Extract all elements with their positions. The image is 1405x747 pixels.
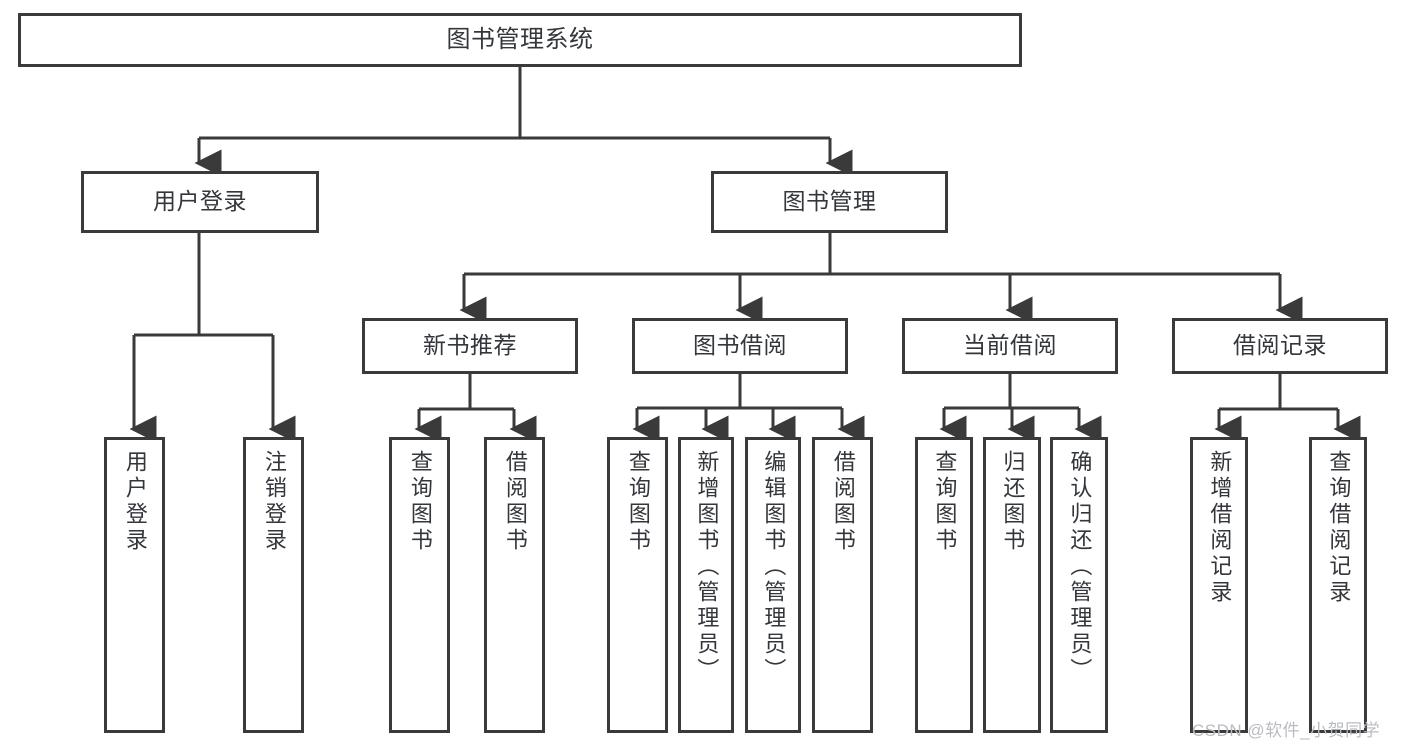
- node-leaf-borrow-book-2-label: 借阅图书: [830, 450, 856, 554]
- node-leaf-query-book-2-label: 查询图书: [625, 450, 651, 554]
- node-current-borrow-label: 当前借阅: [963, 332, 1057, 359]
- node-leaf-confirm-return[interactable]: 确认归还（管理员）: [1050, 437, 1108, 733]
- node-new-book-recommend-label: 新书推荐: [423, 332, 517, 359]
- node-leaf-user-login-label: 用户登录: [122, 450, 148, 554]
- node-leaf-borrow-book-1-label: 借阅图书: [502, 450, 528, 554]
- node-leaf-add-record-label: 新增借阅记录: [1207, 450, 1233, 606]
- node-leaf-query-book-3[interactable]: 查询图书: [915, 437, 973, 733]
- node-book-borrow-label: 图书借阅: [693, 332, 787, 359]
- node-leaf-add-book[interactable]: 新增图书（管理员）: [678, 437, 734, 733]
- node-leaf-user-logout-label: 注销登录: [261, 450, 287, 554]
- node-leaf-user-logout[interactable]: 注销登录: [243, 437, 304, 733]
- node-leaf-query-book-3-label: 查询图书: [932, 450, 958, 554]
- node-current-borrow[interactable]: 当前借阅: [902, 318, 1118, 374]
- node-leaf-user-login[interactable]: 用户登录: [104, 437, 165, 733]
- node-leaf-confirm-return-label: 确认归还（管理员）: [1067, 450, 1093, 684]
- node-leaf-query-book-1[interactable]: 查询图书: [389, 437, 450, 733]
- node-leaf-add-record[interactable]: 新增借阅记录: [1190, 437, 1248, 733]
- node-book-manage-label: 图书管理: [782, 188, 877, 215]
- node-new-book-recommend[interactable]: 新书推荐: [362, 318, 578, 374]
- node-leaf-borrow-book-1[interactable]: 借阅图书: [484, 437, 545, 733]
- node-book-borrow[interactable]: 图书借阅: [632, 318, 848, 374]
- node-root[interactable]: 图书管理系统: [18, 13, 1022, 67]
- node-leaf-query-book-1-label: 查询图书: [407, 450, 433, 554]
- node-leaf-query-book-2[interactable]: 查询图书: [607, 437, 668, 733]
- node-leaf-edit-book[interactable]: 编辑图书（管理员）: [745, 437, 801, 733]
- node-borrow-record[interactable]: 借阅记录: [1172, 318, 1388, 374]
- node-leaf-borrow-book-2[interactable]: 借阅图书: [812, 437, 873, 733]
- node-borrow-record-label: 借阅记录: [1233, 332, 1327, 359]
- node-book-manage[interactable]: 图书管理: [711, 171, 948, 233]
- node-user-login-label: 用户登录: [153, 188, 247, 215]
- node-leaf-return-book-label: 归还图书: [1000, 450, 1026, 554]
- node-root-label: 图书管理系统: [446, 25, 594, 53]
- node-leaf-query-record[interactable]: 查询借阅记录: [1309, 437, 1367, 733]
- node-user-login[interactable]: 用户登录: [81, 171, 319, 233]
- node-leaf-query-record-label: 查询借阅记录: [1326, 450, 1352, 606]
- node-leaf-edit-book-label: 编辑图书（管理员）: [761, 450, 787, 684]
- csdn-watermark: CSDN @软件_小贺同学: [1192, 721, 1381, 740]
- node-leaf-add-book-label: 新增图书（管理员）: [694, 450, 720, 684]
- node-leaf-return-book[interactable]: 归还图书: [983, 437, 1041, 733]
